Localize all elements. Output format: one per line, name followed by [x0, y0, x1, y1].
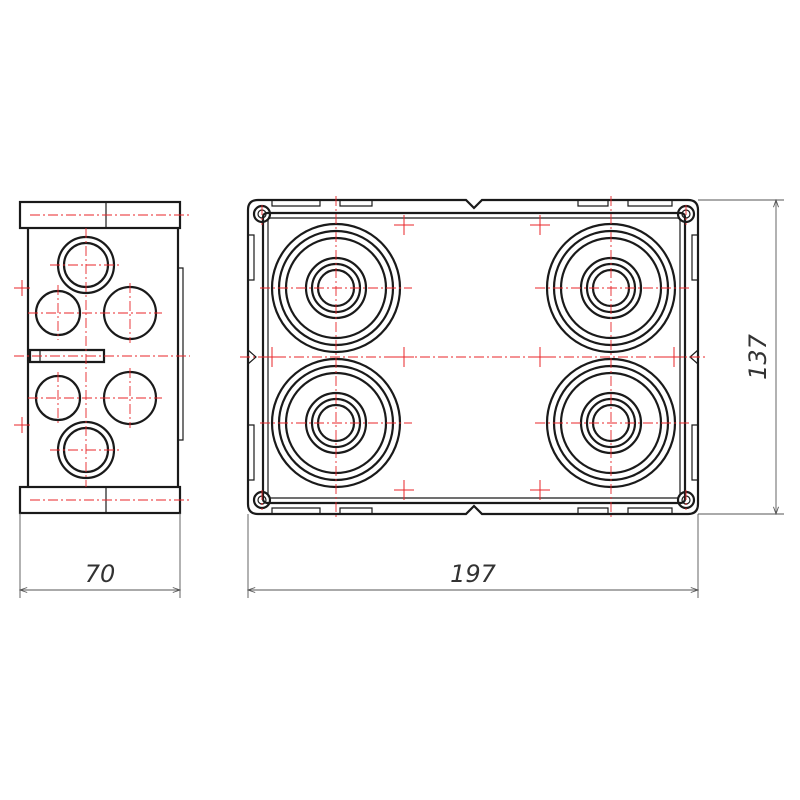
- side-width-label: 70: [85, 560, 116, 588]
- front-inner-body: [261, 211, 687, 505]
- side-view: 70: [14, 200, 190, 598]
- side-knockout-right-lower: [102, 370, 158, 426]
- side-centerlines: [14, 214, 190, 501]
- front-view: 197 137: [240, 196, 784, 598]
- front-height-dimension: 137: [698, 200, 784, 514]
- side-body: [26, 228, 180, 487]
- front-width-dimension: 197: [248, 514, 698, 598]
- front-centerlines: [240, 196, 706, 518]
- front-width-label: 197: [450, 560, 497, 588]
- side-knockout-right-upper: [102, 285, 158, 341]
- side-middle-rib: [28, 348, 106, 364]
- side-width-dimension: 70: [20, 513, 180, 598]
- front-height-label: 137: [744, 333, 772, 380]
- front-outer-flange: [246, 198, 700, 516]
